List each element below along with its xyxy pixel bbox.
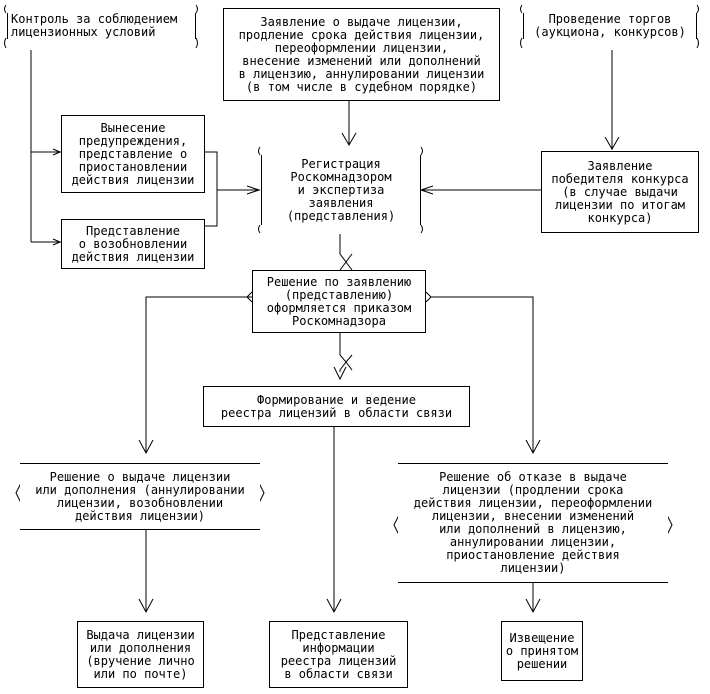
box-issue: Выдача лицензии или дополнения (вручение… — [77, 621, 204, 688]
arrow-registry — [333, 366, 347, 381]
box-winner: Заявление победителя конкурса (в случае … — [541, 151, 699, 233]
box-grant-decision: Решение о выдаче лицензии или дополнения… — [20, 463, 260, 530]
bracket-auction — [520, 4, 699, 49]
bracket-refusal-left — [393, 514, 400, 536]
box-control: Контроль за соблюдением лицензионных усл… — [7, 13, 196, 39]
box-refusal: Решение об отказе в выдаче лицензии (про… — [398, 463, 668, 583]
bracket-control — [4, 4, 198, 49]
box-warning: Вынесение предупреждения, представление … — [61, 115, 205, 193]
box-registry-info: Представление информации реестра лицензи… — [269, 621, 408, 688]
bracket-refusal-right — [666, 514, 673, 536]
box-application: Заявление о выдаче лицензии, продление с… — [223, 8, 500, 101]
arrow-refusal — [525, 439, 541, 455]
arrow-notice — [525, 598, 541, 614]
bracket-grant-right — [258, 482, 265, 504]
line-decision-down — [339, 333, 347, 372]
arrow-issue — [138, 598, 154, 614]
line-decision-left — [145, 296, 252, 453]
box-registration: Регистрация Роскомнадзором и экспертиза … — [261, 155, 421, 225]
line-registration-down — [339, 234, 347, 271]
line-registration-down-2 — [345, 253, 353, 271]
bracket-grant-left — [15, 482, 22, 504]
arrow-warning — [52, 148, 62, 156]
box-renewal: Представление о возобновлении действия л… — [61, 219, 205, 269]
arrow-renewal — [52, 238, 62, 246]
arrow-registration-right — [419, 185, 434, 195]
arrow-grant — [138, 439, 154, 455]
box-decision: Решение по заявлению (представлению) офо… — [252, 270, 426, 333]
arrow-registration-left — [246, 185, 261, 195]
line-decision-down-2 — [345, 354, 353, 371]
arrow-application — [341, 132, 357, 146]
line-decision-right — [431, 296, 534, 453]
bracket-decision-right — [425, 291, 432, 303]
arrow-auction — [604, 136, 620, 150]
box-auction: Проведение торгов (аукциона, конкурсов) — [523, 13, 697, 39]
line-warning-out — [205, 151, 260, 191]
line-renewal-out — [205, 190, 218, 227]
arrow-registry-info — [326, 598, 342, 614]
box-notice: Извещение о принятом решении — [501, 621, 583, 681]
box-registry: Формирование и ведение реестра лицензий … — [203, 386, 470, 427]
bracket-registration — [258, 146, 423, 234]
